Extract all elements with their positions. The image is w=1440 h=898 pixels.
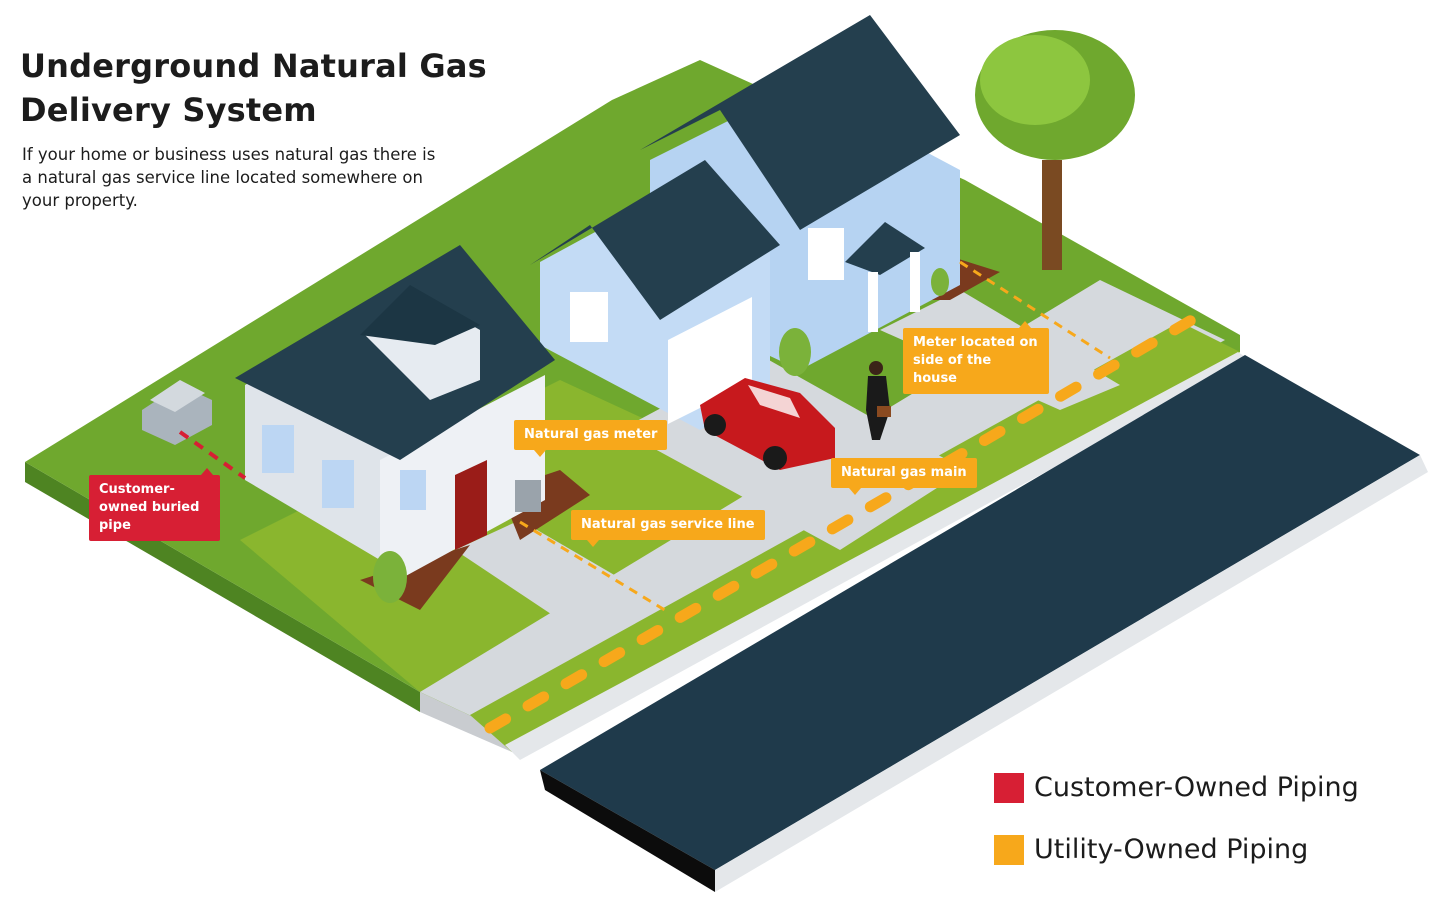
callout-customer-owned-pipe: Customer-owned buried pipe [89,468,220,541]
sidewalk-side [420,692,512,752]
white-house-window [322,460,354,508]
road-edge-near [540,770,715,892]
blue-house-window [808,228,844,280]
shrub [779,328,811,376]
shrub [373,551,407,603]
page-subtitle: If your home or business uses natural ga… [22,145,436,210]
road [540,355,1420,870]
callout-natural-gas-main: Natural gas main [831,458,977,495]
porch-column [868,272,878,332]
tree-canopy-light [980,35,1090,125]
shrub [931,268,949,296]
blue-house-front-roof [530,160,780,320]
front-door [455,460,487,550]
briefcase [877,406,891,417]
legend-swatch-yellow [994,834,1024,865]
porch-roof [845,222,925,275]
dormer-roof [360,285,480,345]
front-walkway [455,520,640,620]
legend-customer-owned: Customer-Owned Piping [994,772,1359,803]
white-house-window [262,425,294,473]
legend-utility-owned: Utility-Owned Piping [994,834,1308,865]
service-line [519,520,669,614]
legend-swatch-red [994,772,1024,803]
legend-label: Utility-Owned Piping [1034,834,1309,865]
blue-house-rear-roof [640,15,960,230]
car-windshield [748,385,800,418]
gas-main [484,312,1201,734]
grill-lid [150,380,205,412]
porch-column [910,252,920,312]
person-head [869,361,883,375]
blue-house-window [570,292,608,342]
white-house-window [400,470,426,510]
callout-natural-gas-meter: Natural gas meter [514,420,668,457]
curb [505,352,1250,760]
customer-owned-pipe [178,430,247,480]
service-line-right [959,260,1111,360]
legend-label: Customer-Owned Piping [1034,772,1359,803]
tree-trunk [1042,160,1062,270]
page-title: Underground Natural Gas Delivery System [20,47,487,129]
road-edge-right [715,455,1428,892]
car-body [700,378,835,470]
car-wheel [704,414,726,436]
callout-meter-on-side: Meter located on side of the house [903,321,1049,394]
car-wheel [763,446,787,470]
callout-natural-gas-service-line: Natural gas service line [571,510,765,547]
gas-meter [515,480,541,512]
